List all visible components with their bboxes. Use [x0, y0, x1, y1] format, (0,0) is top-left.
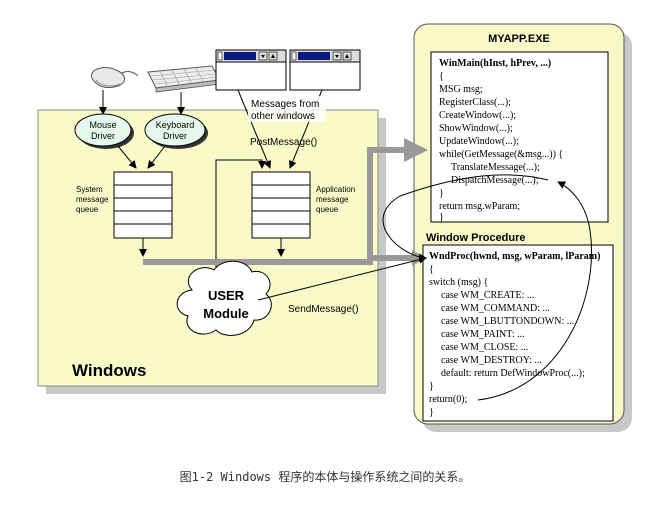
mouse-driver-line2: Driver [91, 131, 115, 141]
mouse-driver-line1: Mouse [89, 120, 116, 130]
winproc-line-5: case WM_LBUTTONDOWN: ... [441, 316, 574, 327]
mouse-driver: Mouse Driver [74, 113, 134, 149]
winmain-line-5: ShowWindow(...); [439, 123, 513, 134]
winproc-line-7: case WM_CLOSE: ... [441, 342, 528, 353]
winmain-line-1: { [439, 71, 444, 82]
winproc-line-9: default: return DefWindowProc(...); [441, 368, 585, 379]
send-message-label: SendMessage() [288, 304, 359, 315]
winmain-code-box [430, 51, 609, 223]
winmain-line-3: RegisterClass(...); [439, 97, 511, 108]
winproc-code-box [422, 244, 614, 422]
winmain-line-4: CreateWindow(...); [439, 110, 516, 121]
winproc-title: Window Procedure [426, 232, 526, 244]
system-queue-line1: System [76, 185, 103, 194]
winmain-line-2: MSG msg; [439, 84, 483, 95]
application-message-queue: Application message queue [251, 171, 355, 239]
winmain-line-7: while(GetMessage(&msg...)) { [439, 149, 563, 160]
keyboard-driver-line2: Driver [163, 131, 187, 141]
other-window-2 [289, 49, 361, 91]
user-module-line2: Module [203, 306, 249, 321]
user-module-cloud: USER Module [176, 260, 272, 336]
messages-from-other-line2: other windows [251, 111, 315, 122]
system-queue-line2: message [76, 195, 109, 204]
winmain-line-6: UpdateWindow(...); [439, 136, 519, 147]
app-queue-line3: queue [316, 205, 339, 214]
mouse-icon [90, 67, 139, 89]
windows-system-box: Windows [37, 109, 386, 394]
post-message-label: PostMessage() [250, 137, 317, 148]
user-module-line1: USER [208, 288, 245, 303]
winmain-line-8: TranslateMessage(...); [451, 162, 540, 173]
winproc-line-11: return(0); [429, 394, 468, 405]
keyboard-driver-line1: Keyboard [156, 120, 195, 130]
system-message-queue: System message queue [76, 171, 173, 239]
winproc-line-1: { [429, 264, 434, 275]
app-queue-line1: Application [316, 185, 355, 194]
messages-from-other-line1: Messages from [251, 99, 319, 110]
winmain-line-11: return msg.wParam; [439, 201, 520, 212]
winmain-line-0: WinMain(hInst, hPrev, ...) [439, 58, 551, 69]
winmain-line-10: } [439, 188, 444, 199]
app-queue-line2: message [316, 195, 349, 204]
system-queue-line3: queue [76, 205, 99, 214]
myapp-title: MYAPP.EXE [488, 33, 550, 45]
other-window-1 [215, 49, 287, 91]
winproc-line-4: case WM_COMMAND: ... [441, 303, 550, 314]
figure-caption: 图1-2 Windows 程序的本体与操作系统之间的关系。 [179, 470, 471, 484]
windows-title: Windows [72, 361, 146, 380]
winproc-line-0: WndProc(hwnd, msg, wParam, lParam) [429, 251, 600, 262]
keyboard-driver: Keyboard Driver [144, 113, 208, 149]
winproc-line-2: switch (msg) { [429, 277, 488, 288]
winproc-line-12: } [429, 407, 434, 418]
winproc-line-8: case WM_DESTROY: ... [441, 355, 542, 366]
winmain-line-12: } [439, 212, 444, 223]
winproc-line-10: } [429, 381, 434, 392]
keyboard-icon [147, 65, 221, 93]
winmain-line-9: DispatchMessage(...); [451, 175, 539, 186]
winproc-line-6: case WM_PAINT: ... [441, 329, 525, 340]
winproc-line-3: case WM_CREATE: ... [441, 290, 534, 301]
